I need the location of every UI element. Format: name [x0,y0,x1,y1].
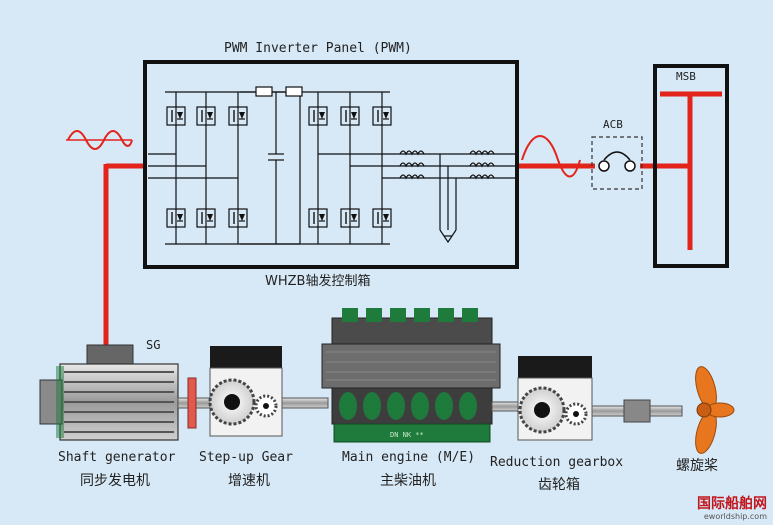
shaft-generator [39,344,179,441]
inverter-circuit [148,91,515,245]
propeller-icon [695,366,735,454]
watermark-name: 国际船舶网 [697,496,767,512]
acb-breaker [591,136,643,190]
inverter-box-label: WHZB轴发控制箱 [265,274,371,289]
reduction-gearbox-cn-label: 齿轮箱 [538,477,580,493]
shaft-generator-cn-label: 同步发电机 [80,473,150,489]
stepup-gear-cn-label: 增速机 [228,473,270,489]
reduction-gearbox-label: Reduction gearbox [490,455,624,470]
main-engine-cn-label: 主柴油机 [380,473,436,489]
propeller-label: 螺旋桨 [676,458,718,474]
sg-label: SG [146,338,161,352]
reduction-gearbox [517,356,593,441]
watermark-url: eworldship.com [703,512,767,521]
rectifier-switches [166,106,248,228]
acb-label: ACB [603,118,623,131]
main-engine-label: Main engine (M/E) [342,450,476,465]
stepup-gearbox [208,346,283,437]
shaft-generator-label: Shaft generator [58,450,176,465]
inverter-panel [143,60,519,269]
filter-inductors [399,150,495,180]
inverter-panel-title: PWM Inverter Panel (PWM) [224,41,412,56]
watermark: 国际船舶网 eworldship.com [697,496,767,521]
msb-board [653,64,729,268]
power-line [103,163,690,350]
main-engine [321,308,501,443]
stepup-gear-label: Step-up Gear [199,450,293,465]
msb-label: MSB [676,70,696,83]
engine-nameplate: DN NK ** [390,431,424,439]
